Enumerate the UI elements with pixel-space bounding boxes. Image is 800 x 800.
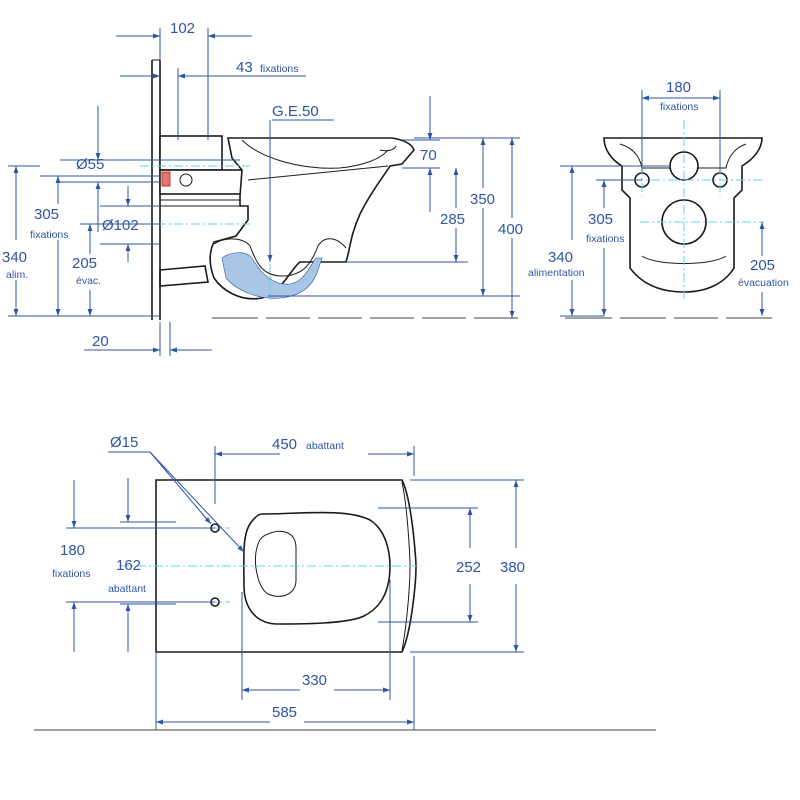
dim-450-label: abattant bbox=[306, 440, 344, 452]
dim-162-label: abattant bbox=[108, 583, 146, 595]
toilet-bowl-front bbox=[603, 137, 763, 293]
dim-102-side: 102 bbox=[170, 20, 195, 37]
dim-o102: Ø102 bbox=[102, 217, 139, 234]
dim-585: 585 bbox=[272, 704, 297, 721]
dim-43-label: fixations bbox=[260, 63, 299, 75]
dim-330: 330 bbox=[302, 672, 327, 689]
dim-180-front-label: fixations bbox=[660, 101, 699, 113]
dim-180-top: 180 bbox=[60, 542, 85, 559]
dim-o55: Ø55 bbox=[76, 156, 104, 173]
dim-285: 285 bbox=[440, 211, 465, 228]
dim-205-front: 205 bbox=[750, 257, 775, 274]
dim-43: 43 bbox=[236, 59, 253, 76]
dim-340-side-label: alim. bbox=[6, 269, 28, 281]
dim-305-side: 305 bbox=[34, 206, 59, 223]
dim-305-side-label: fixations bbox=[30, 229, 69, 241]
dim-450: 450 bbox=[272, 436, 297, 453]
side-view: 102 43 fixations G.E.50 70 350 400 285 bbox=[2, 20, 772, 356]
front-view: 180 fixations 340 alimentation 305 fixat… bbox=[528, 79, 789, 317]
dim-180-front: 180 bbox=[666, 79, 691, 96]
dim-205-front-label: évacuation bbox=[738, 277, 789, 289]
label-ge50: G.E.50 bbox=[272, 103, 319, 120]
dim-380: 380 bbox=[500, 559, 525, 576]
wall bbox=[151, 59, 161, 320]
dim-162: 162 bbox=[116, 557, 141, 574]
dim-305-front-label: fixations bbox=[586, 233, 625, 245]
dim-340-front: 340 bbox=[548, 249, 573, 266]
dim-350: 350 bbox=[470, 191, 495, 208]
dim-340-side: 340 bbox=[2, 249, 27, 266]
dim-180-top-label: fixations bbox=[52, 568, 91, 580]
dim-400: 400 bbox=[498, 221, 523, 238]
toilet-bowl-side bbox=[209, 137, 415, 300]
dim-o15: Ø15 bbox=[110, 434, 138, 451]
top-view: Ø15 450 abattant 180 fixations 162 abatt… bbox=[34, 434, 656, 731]
dim-340-front-label: alimentation bbox=[528, 267, 585, 279]
dim-205-side-label: évac. bbox=[76, 275, 101, 287]
dim-70: 70 bbox=[420, 147, 437, 164]
dim-20: 20 bbox=[92, 333, 109, 350]
dim-305-front: 305 bbox=[588, 211, 613, 228]
dim-252: 252 bbox=[456, 559, 481, 576]
dim-205-side: 205 bbox=[72, 255, 97, 272]
